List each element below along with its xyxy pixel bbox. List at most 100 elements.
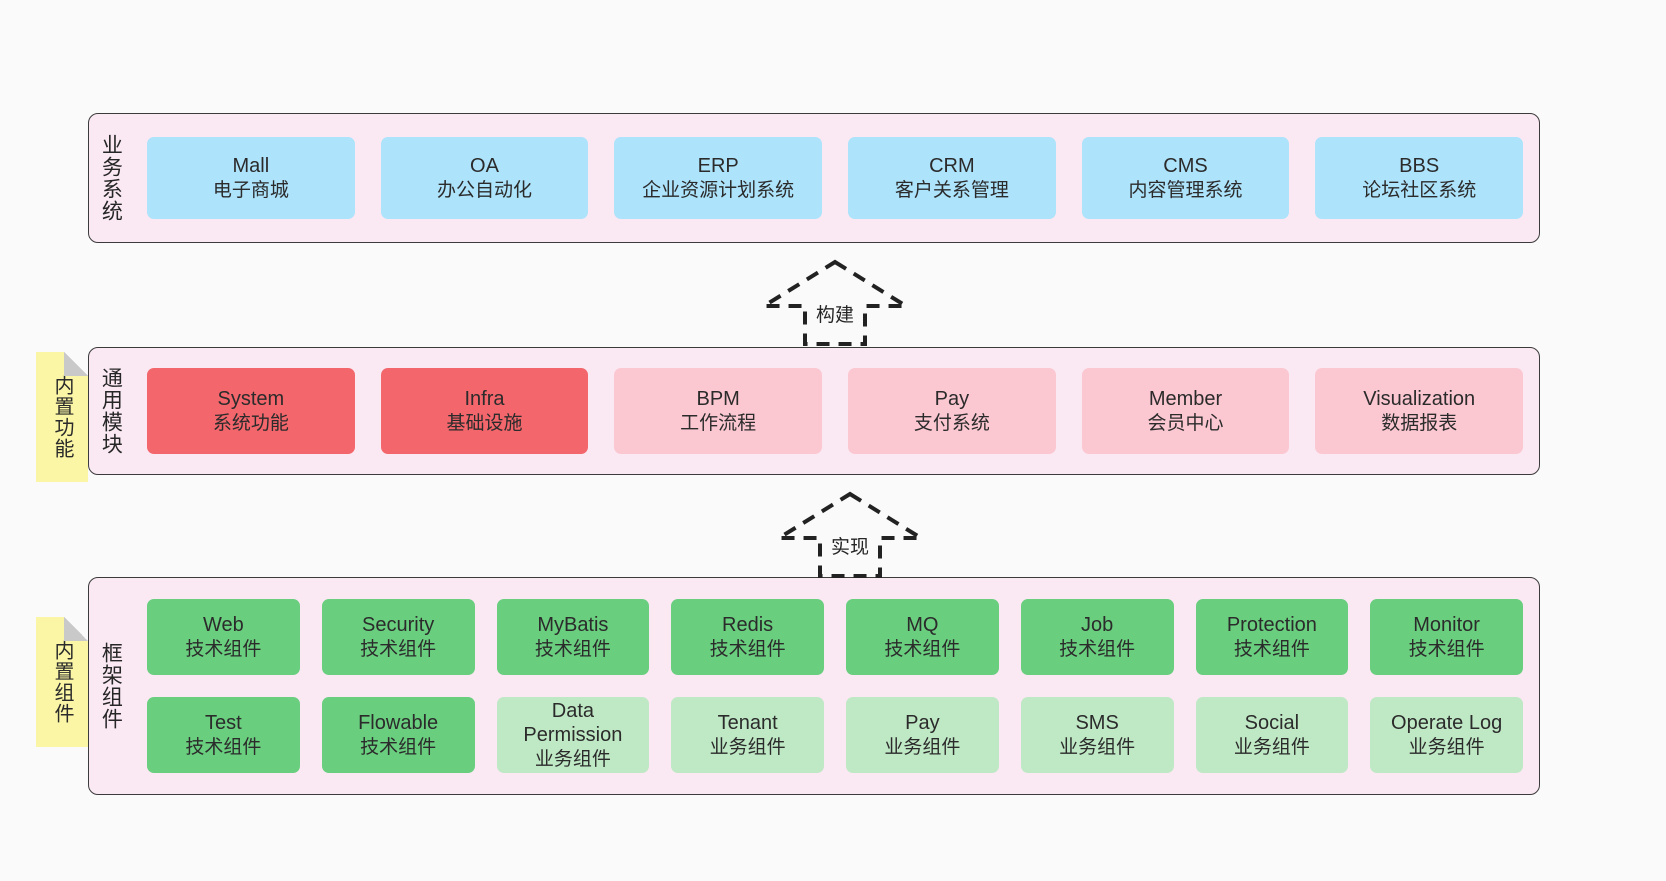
card-monitor[interactable]: Monitor 技术组件 [1370, 599, 1523, 675]
card-pay-module[interactable]: Pay 支付系统 [848, 368, 1056, 454]
card-pay-module-cn: 支付系统 [913, 412, 990, 434]
card-test-cn: 技术组件 [185, 736, 262, 758]
card-member[interactable]: Member 会员中心 [1081, 368, 1290, 454]
note-builtin-functions: 内置功能 [36, 352, 88, 482]
card-monitor-en: Monitor [1413, 614, 1480, 637]
arrow-implement-shape [771, 491, 929, 578]
card-tenant[interactable]: Tenant 业务组件 [671, 697, 824, 773]
layer-business-systems: 业务系统 Mall 电子商城 OA 办公自动化 ERP 企业资源计划系统 CRM [88, 113, 1540, 243]
card-operate-log-en: Operate Log [1391, 712, 1503, 735]
card-sms-en: SMS [1075, 712, 1119, 735]
card-test[interactable]: Test 技术组件 [147, 697, 300, 773]
card-tenant-cn: 业务组件 [709, 736, 786, 758]
card-bpm[interactable]: BPM 工作流程 [614, 368, 823, 454]
card-redis-cn: 技术组件 [709, 638, 786, 660]
card-infra-en: Infra [464, 388, 505, 411]
card-social[interactable]: Social 业务组件 [1195, 697, 1349, 773]
card-flowable[interactable]: Flowable 技术组件 [321, 697, 475, 773]
card-mall[interactable]: Mall 电子商城 [147, 137, 355, 219]
note-builtin-components-label: 内置组件 [51, 640, 73, 724]
card-cms-cn: 内容管理系统 [1128, 179, 1243, 201]
card-flowable-en: Flowable [358, 712, 439, 735]
card-bbs-cn: 论坛社区系统 [1362, 179, 1477, 201]
card-security-en: Security [362, 614, 435, 637]
card-operate-log-cn: 业务组件 [1408, 736, 1485, 758]
card-protection[interactable]: Protection 技术组件 [1195, 599, 1349, 675]
card-security[interactable]: Security 技术组件 [321, 599, 475, 675]
card-protection-cn: 技术组件 [1233, 638, 1310, 660]
card-operate-log[interactable]: Operate Log 业务组件 [1370, 697, 1523, 773]
framework-components-row-2: Test 技术组件 Flowable 技术组件 Data Permission … [147, 697, 1523, 773]
card-infra-cn: 基础设施 [446, 412, 523, 434]
card-erp-en: ERP [697, 155, 739, 178]
arrow-build: 构建 [756, 258, 914, 346]
layer-business-systems-label: 业务系统 [99, 134, 123, 222]
card-data-permission[interactable]: Data Permission 业务组件 [496, 697, 650, 773]
card-bbs[interactable]: BBS 论坛社区系统 [1315, 137, 1524, 219]
layer-common-modules-body: System 系统功能 Infra 基础设施 BPM 工作流程 Pay 支付系统… [131, 348, 1539, 474]
card-data-permission-en: Data Permission [523, 700, 623, 747]
card-crm-cn: 客户关系管理 [894, 179, 1009, 201]
card-redis[interactable]: Redis 技术组件 [671, 599, 824, 675]
card-mybatis[interactable]: MyBatis 技术组件 [496, 599, 650, 675]
note-builtin-components: 内置组件 [36, 617, 88, 747]
card-monitor-cn: 技术组件 [1408, 638, 1485, 660]
layer-framework-components-label: 框架组件 [99, 642, 123, 730]
card-member-cn: 会员中心 [1147, 412, 1224, 434]
card-sms[interactable]: SMS 业务组件 [1020, 697, 1174, 773]
card-oa[interactable]: OA 办公自动化 [380, 137, 589, 219]
card-pay-module-en: Pay [934, 388, 970, 411]
card-visualization[interactable]: Visualization 数据报表 [1315, 368, 1524, 454]
card-crm-en: CRM [929, 155, 975, 178]
card-pay-component-en: Pay [905, 712, 940, 735]
card-web[interactable]: Web 技术组件 [147, 599, 300, 675]
arrow-implement-label: 实现 [830, 537, 870, 558]
layer-common-modules-label: 通用模块 [99, 367, 123, 455]
card-pay-component[interactable]: Pay 业务组件 [846, 697, 999, 773]
layer-common-modules: 通用模块 System 系统功能 Infra 基础设施 BPM 工作流程 Pay [88, 347, 1540, 475]
card-oa-en: OA [470, 155, 499, 178]
card-mall-cn: 电子商城 [212, 179, 289, 201]
card-tenant-en: Tenant [717, 712, 778, 735]
card-system-cn: 系统功能 [212, 412, 289, 434]
framework-components-row-1: Web 技术组件 Security 技术组件 MyBatis 技术组件 Redi… [147, 599, 1523, 675]
card-mybatis-en: MyBatis [537, 614, 609, 637]
card-oa-cn: 办公自动化 [437, 179, 533, 201]
card-social-cn: 业务组件 [1233, 736, 1310, 758]
note-builtin-functions-label: 内置功能 [51, 375, 73, 459]
card-job-cn: 技术组件 [1059, 638, 1136, 660]
card-cms-en: CMS [1163, 155, 1208, 178]
card-erp-cn: 企业资源计划系统 [642, 179, 795, 201]
arrow-build-shape [756, 259, 914, 346]
card-mall-en: Mall [232, 155, 270, 178]
card-protection-en: Protection [1226, 614, 1317, 637]
card-system[interactable]: System 系统功能 [147, 368, 355, 454]
card-web-cn: 技术组件 [185, 638, 262, 660]
card-job[interactable]: Job 技术组件 [1020, 599, 1174, 675]
card-bpm-en: BPM [696, 388, 740, 411]
common-modules-row: System 系统功能 Infra 基础设施 BPM 工作流程 Pay 支付系统… [147, 368, 1524, 454]
card-system-en: System [217, 388, 285, 411]
card-data-permission-cn: 业务组件 [534, 748, 611, 770]
card-security-cn: 技术组件 [360, 638, 437, 660]
card-job-en: Job [1081, 614, 1114, 637]
card-mybatis-cn: 技术组件 [534, 638, 611, 660]
card-erp[interactable]: ERP 企业资源计划系统 [614, 137, 823, 219]
card-cms[interactable]: CMS 内容管理系统 [1081, 137, 1290, 219]
card-bpm-cn: 工作流程 [680, 412, 757, 434]
arrow-implement: 实现 [771, 490, 929, 578]
card-crm[interactable]: CRM 客户关系管理 [848, 137, 1056, 219]
card-mq-cn: 技术组件 [884, 638, 961, 660]
card-infra[interactable]: Infra 基础设施 [380, 368, 589, 454]
card-visualization-en: Visualization [1363, 388, 1476, 411]
card-mq[interactable]: MQ 技术组件 [846, 599, 999, 675]
card-web-en: Web [202, 614, 244, 637]
card-social-en: Social [1244, 712, 1300, 735]
card-sms-cn: 业务组件 [1059, 736, 1136, 758]
business-systems-row: Mall 电子商城 OA 办公自动化 ERP 企业资源计划系统 CRM 客户关系… [147, 137, 1524, 219]
card-member-en: Member [1148, 388, 1223, 411]
card-test-en: Test [205, 712, 242, 735]
layer-framework-components-body: Web 技术组件 Security 技术组件 MyBatis 技术组件 Redi… [131, 578, 1539, 794]
card-redis-en: Redis [722, 614, 774, 637]
